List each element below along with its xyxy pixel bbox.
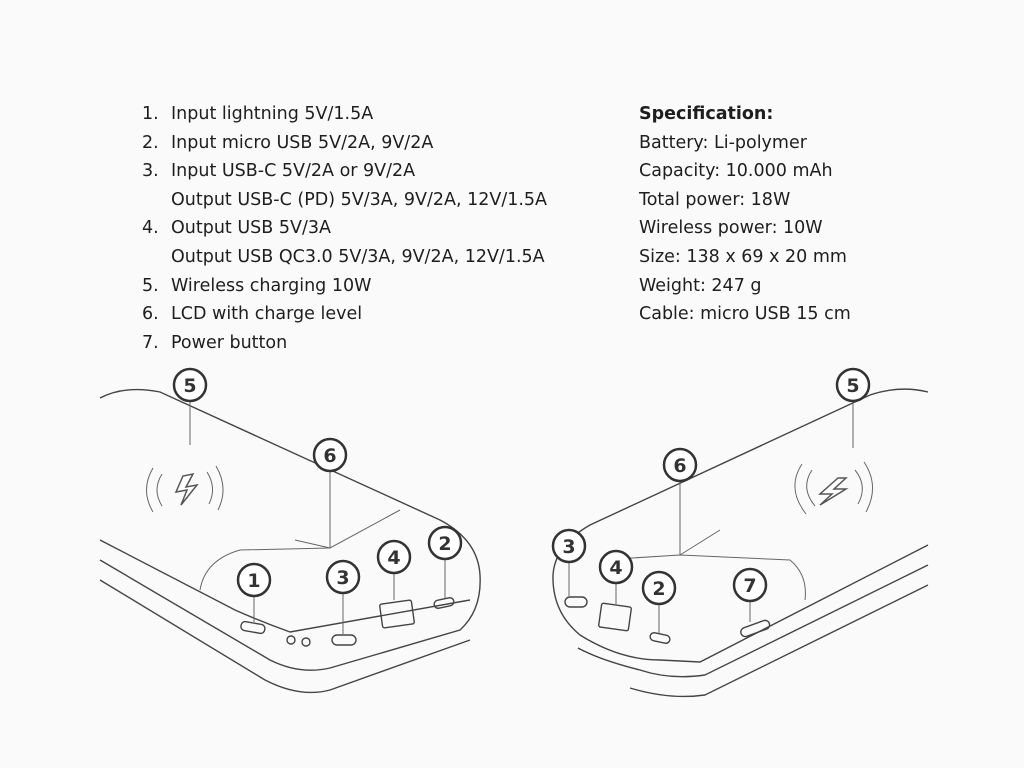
feature-text: Power button [171,332,288,353]
callout-right-7: 7 [732,567,768,603]
feature-number: 4. [142,218,159,239]
svg-text:2: 2 [438,533,451,555]
spec-item: Total power: 18W [639,189,791,210]
svg-text:4: 4 [387,547,400,569]
wireless-charging-icon [146,465,224,513]
spec-item: Size: 138 x 69 x 20 mm [639,246,847,267]
feature-number: 3. [142,161,159,182]
callout-right-4: 4 [598,549,634,585]
feature-text: Input lightning 5V/1.5A [171,104,374,124]
feature-text: Output USB QC3.0 5V/3A, 9V/2A, 12V/1.5A [171,246,545,267]
feature-number: 2. [142,132,159,153]
callout-left-5: 5 [172,367,208,403]
feature-text: Input micro USB 5V/2A, 9V/2A [171,132,434,153]
callout-left-3: 3 [325,559,361,595]
feature-item: 3. Input USB-C 5V/2A or 9V/2A [142,157,547,186]
spec-item: Capacity: 10.000 mAh [639,161,833,182]
feature-text: Output USB 5V/3A [171,218,331,239]
feature-list: 1. Input lightning 5V/1.5A 2. Input micro … [142,100,547,357]
feature-number: 6. [142,304,159,325]
svg-text:5: 5 [183,375,196,397]
callout-left-6: 6 [312,437,348,473]
svg-text:3: 3 [562,536,575,558]
specification-block: Specification: Battery: Li-polymer Capac… [639,100,851,329]
feature-number: 7. [142,332,159,353]
callout-right-6: 6 [662,447,698,483]
feature-text: LCD with charge level [171,304,363,325]
spec-item: Battery: Li-polymer [639,132,807,153]
feature-item-cont: Output USB QC3.0 5V/3A, 9V/2A, 12V/1.5A [142,243,547,272]
callout-right-5: 5 [835,367,871,403]
spec-title: Specification: [639,104,774,124]
feature-item: 5. Wireless charging 10W [142,272,547,301]
feature-text: Input USB-C 5V/2A or 9V/2A [171,161,416,182]
spec-item: Weight: 247 g [639,275,762,296]
feature-number: 1. [142,104,159,124]
right-powerbank-drawing [552,388,929,698]
callout-left-1: 1 [236,562,272,598]
svg-text:2: 2 [652,578,665,600]
feature-number: 5. [142,275,159,296]
feature-item-cont: Output USB-C (PD) 5V/3A, 9V/2A, 12V/1.5A [142,186,547,215]
wireless-charging-icon [794,461,873,515]
spec-item: Wireless power: 10W [639,218,823,239]
feature-item: 1. Input lightning 5V/1.5A [142,100,547,129]
feature-text: Wireless charging 10W [171,275,372,296]
left-powerbank-drawing [99,388,481,694]
callout-right-3: 3 [551,528,587,564]
feature-text: Output USB-C (PD) 5V/3A, 9V/2A, 12V/1.5A [171,189,548,210]
spec-item: Cable: micro USB 15 cm [639,304,851,325]
svg-text:5: 5 [846,375,859,397]
svg-text:3: 3 [336,567,349,589]
callout-right-2: 2 [641,570,677,606]
feature-item: 7. Power button [142,329,547,358]
feature-item: 2. Input micro USB 5V/2A, 9V/2A [142,129,547,158]
callout-left-2: 2 [427,525,463,561]
svg-text:4: 4 [609,557,622,579]
feature-item: 4. Output USB 5V/3A [142,214,547,243]
callout-left-4: 4 [376,539,412,575]
svg-text:1: 1 [247,570,260,592]
svg-text:6: 6 [323,445,336,467]
svg-text:7: 7 [743,575,756,597]
svg-text:6: 6 [673,455,686,477]
feature-item: 6. LCD with charge level [142,300,547,329]
